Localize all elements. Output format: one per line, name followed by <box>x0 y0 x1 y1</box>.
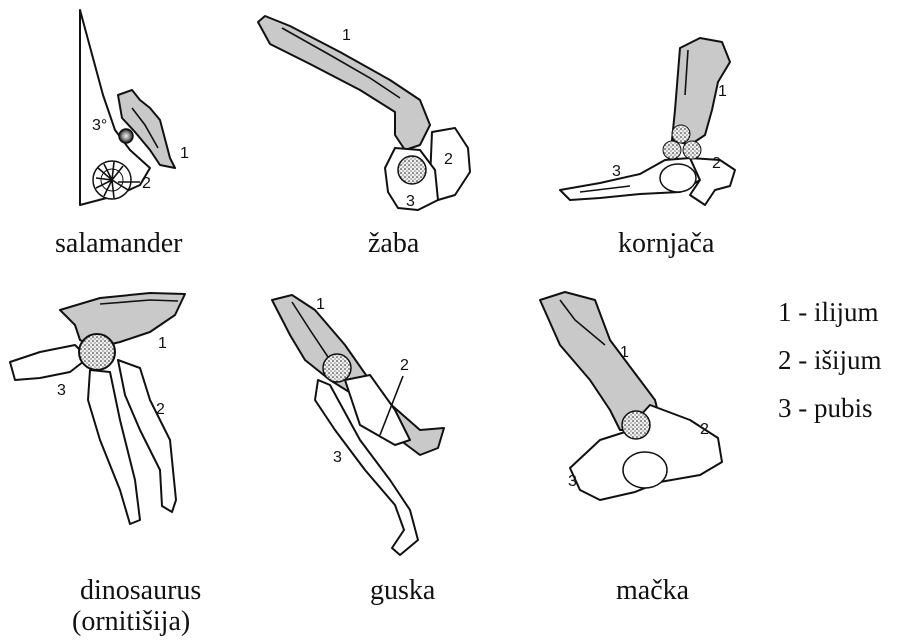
caption-ornitisija: (ornitišija) <box>72 606 190 638</box>
turtle-acetabulum-b <box>663 141 681 159</box>
dinosaur-label-2: 2 <box>156 401 165 418</box>
goose-label-3: 3 <box>333 449 342 466</box>
cat-pelvis <box>540 292 722 500</box>
goose-acetabulum <box>323 354 351 382</box>
turtle-pelvis <box>560 38 735 205</box>
frog-label-3: 3 <box>406 193 415 210</box>
salamander-label-1: 1 <box>180 145 189 162</box>
turtle-label-3: 3 <box>612 163 621 180</box>
goose-label-1: 1 <box>316 296 325 313</box>
dinosaur-acetabulum <box>79 334 115 370</box>
caption-dinosaurus: dinosaurus <box>80 575 201 607</box>
turtle-acetabulum-a <box>672 125 690 143</box>
turtle-label-1: 1 <box>718 83 727 100</box>
caption-guska: guska <box>370 575 435 607</box>
turtle-label-2: 2 <box>712 155 721 172</box>
cat-label-3: 3 <box>568 473 577 490</box>
caption-macka: mačka <box>616 575 689 607</box>
caption-kornjaca: kornjača <box>618 228 714 260</box>
cat-label-1: 1 <box>620 344 629 361</box>
dinosaur-prepubis <box>10 345 88 380</box>
goose-label-2: 2 <box>400 357 409 374</box>
legend-isijum: 2 - išijum <box>778 344 882 376</box>
cat-acetabulum <box>622 411 650 439</box>
legend-pubis: 3 - pubis <box>778 392 873 424</box>
turtle-acetabulum-c <box>683 141 701 159</box>
frog-pelvis <box>258 16 470 210</box>
salamander-pelvis <box>80 10 175 205</box>
cat-ilium <box>540 292 660 430</box>
cat-obturator <box>623 452 667 488</box>
dinosaur-label-3: 3 <box>57 382 66 399</box>
dinosaur-label-1: 1 <box>158 335 167 352</box>
caption-zaba: žaba <box>368 228 419 260</box>
legend-ilijum: 1 - ilijum <box>778 296 879 328</box>
turtle-obturator <box>660 164 696 192</box>
salamander-acetabulum <box>119 129 133 143</box>
caption-salamander: salamander <box>55 228 183 260</box>
frog-label-1: 1 <box>342 27 351 44</box>
goose-pelvis <box>272 295 444 555</box>
cat-label-2: 2 <box>700 421 709 438</box>
frog-acetabulum <box>398 156 426 184</box>
frog-label-2: 2 <box>444 151 453 168</box>
salamander-label-2: 2 <box>142 175 151 192</box>
salamander-label-3deg: 3° <box>92 117 107 134</box>
goose-ilium <box>272 295 444 455</box>
